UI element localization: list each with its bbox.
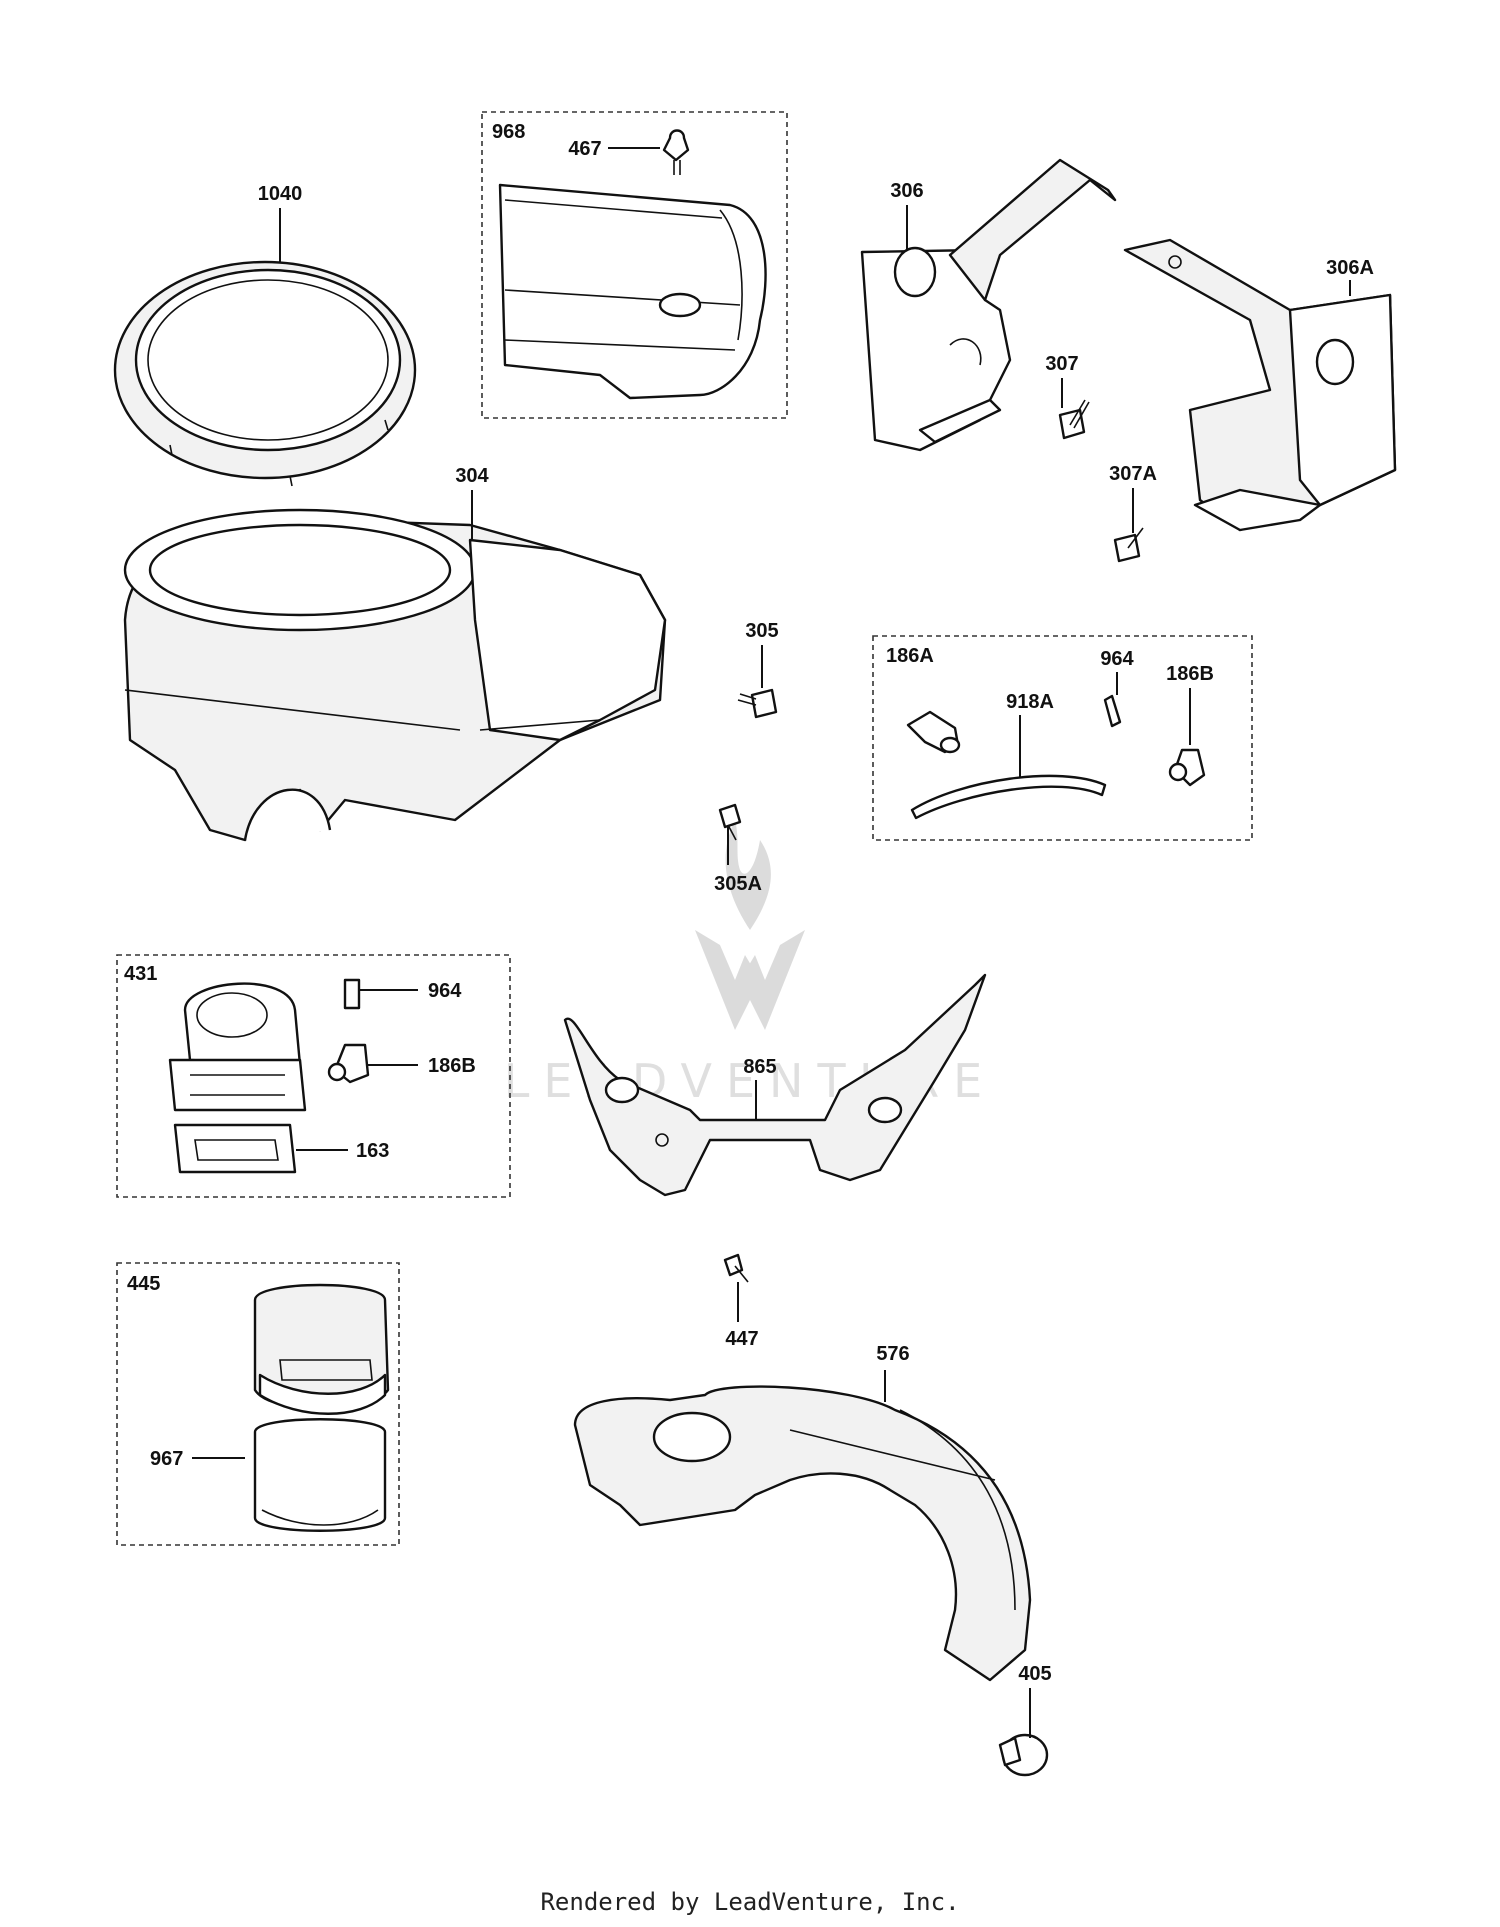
part-405-bolt (998, 1733, 1049, 1777)
part-968-cover (498, 183, 767, 400)
callout-306: 306 (890, 180, 923, 202)
part-306a-shield (1123, 238, 1397, 532)
part-186a-fitting (906, 710, 961, 754)
callout-431: 431 (124, 963, 157, 985)
part-967-pre-cleaner (253, 1418, 387, 1532)
callout-964-a: 964 (1100, 648, 1134, 670)
part-447-screw (723, 1253, 749, 1283)
part-305-screw (737, 688, 778, 719)
callout-967: 967 (150, 1448, 183, 1470)
part-445-filter (253, 1283, 390, 1415)
parts-diagram: LEADVENTURE (113, 111, 1397, 1777)
callout-467: 467 (568, 138, 601, 160)
part-307-screw (1058, 399, 1090, 440)
part-163-gasket (173, 1123, 297, 1174)
group-445-box (116, 1262, 400, 1546)
callout-305a: 305A (714, 873, 762, 895)
callout-445: 445 (127, 1273, 160, 1295)
callout-576: 576 (876, 1343, 909, 1365)
callout-186a: 186A (886, 645, 934, 667)
part-304-blower-housing (123, 508, 667, 842)
part-918a-hose (910, 774, 1107, 820)
part-467-pin (662, 129, 690, 175)
part-186b-elbow-a (1168, 748, 1206, 787)
callout-964-b: 964 (428, 980, 462, 1002)
callout-968: 968 (492, 121, 525, 143)
footer-credit: Rendered by LeadVenture, Inc. (540, 1888, 960, 1916)
part-964-sleeve-a (1103, 694, 1122, 728)
callout-304: 304 (455, 465, 489, 487)
part-431-air-cleaner (168, 982, 307, 1112)
callout-405: 405 (1018, 1663, 1051, 1685)
callout-918a: 918A (1006, 691, 1054, 713)
callout-306a: 306A (1326, 257, 1374, 279)
part-576-shroud (573, 1385, 1032, 1682)
part-865-bracket (563, 973, 987, 1197)
callout-865: 865 (743, 1056, 776, 1078)
callout-1040: 1040 (258, 183, 303, 205)
part-307a-screw (1113, 527, 1144, 563)
group-431-box (116, 954, 511, 1198)
part-306-shield (860, 158, 1117, 452)
callout-186b-a: 186B (1166, 663, 1214, 685)
callout-447: 447 (725, 1328, 758, 1350)
callout-186b-b: 186B (428, 1055, 476, 1077)
callout-307a: 307A (1109, 463, 1157, 485)
part-305a-screw (718, 803, 742, 841)
part-186b-elbow-b (327, 1043, 370, 1084)
group-186a-box (872, 635, 1253, 841)
part-1040-ring (113, 260, 417, 487)
callout-307: 307 (1045, 353, 1078, 375)
part-964-sleeve-b (343, 978, 361, 1010)
callout-305: 305 (745, 620, 778, 642)
callout-163: 163 (356, 1140, 389, 1162)
